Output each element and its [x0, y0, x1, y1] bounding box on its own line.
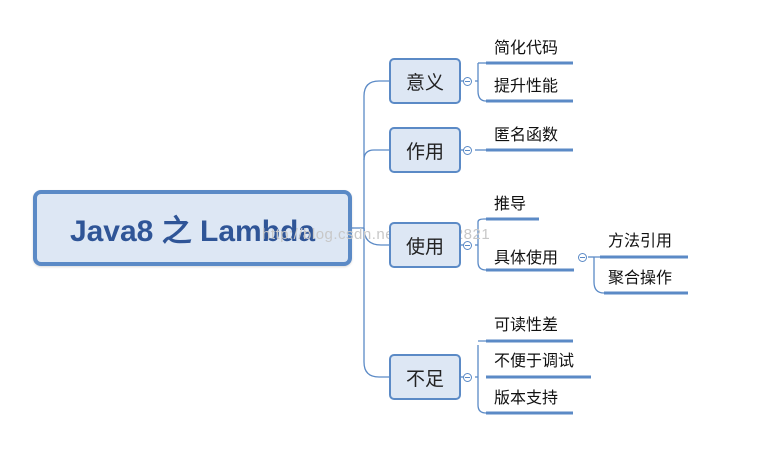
- leaf-improve-performance[interactable]: 提升性能: [494, 76, 559, 95]
- leaf-derivation[interactable]: 推导: [494, 194, 527, 213]
- leaf-aggregate-operation[interactable]: 聚合操作: [608, 268, 673, 287]
- branch-shortcomings[interactable]: 不足: [389, 354, 461, 400]
- leaf-method-reference[interactable]: 方法引用: [608, 231, 673, 250]
- root-topic-label: Java8 之 Lambda: [69, 215, 316, 248]
- collapse-icon[interactable]: [463, 241, 472, 250]
- branch-label: 意义: [405, 71, 444, 94]
- leaf-anonymous-function[interactable]: 匿名函数: [494, 125, 559, 144]
- leaf-version-support[interactable]: 版本支持: [494, 388, 559, 407]
- collapse-icon[interactable]: [463, 373, 472, 382]
- leaf-concrete-usage[interactable]: 具体使用: [494, 248, 559, 267]
- collapse-icon[interactable]: [463, 146, 472, 155]
- root-topic[interactable]: Java8 之 Lambda: [33, 190, 352, 266]
- branch-function[interactable]: 作用: [389, 127, 461, 173]
- collapse-icon[interactable]: [463, 77, 472, 86]
- branch-meaning[interactable]: 意义: [389, 58, 461, 104]
- branch-label: 作用: [405, 140, 444, 163]
- branch-usage[interactable]: 使用: [389, 222, 461, 268]
- branch-label: 使用: [405, 235, 444, 258]
- leaf-poor-readability[interactable]: 可读性差: [494, 315, 559, 334]
- branch-label: 不足: [405, 367, 444, 390]
- collapse-icon[interactable]: [578, 253, 587, 262]
- leaf-simplify-code[interactable]: 简化代码: [494, 38, 559, 57]
- leaf-hard-to-debug[interactable]: 不便于调试: [494, 351, 575, 370]
